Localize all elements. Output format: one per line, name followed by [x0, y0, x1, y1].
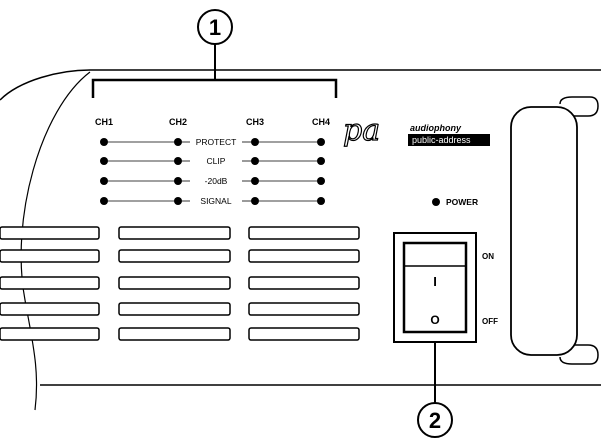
switch-off-symbol: O: [430, 313, 439, 327]
led: [174, 157, 182, 165]
indicator-row: CLIP: [100, 156, 325, 166]
led: [251, 197, 259, 205]
indicator-row: -20dB: [100, 176, 325, 186]
vent-slot: [118, 249, 231, 263]
indicator-row: PROTECT: [100, 137, 325, 147]
led: [174, 177, 182, 185]
channel-label-1: CH1: [95, 117, 113, 127]
rack-handle: [510, 96, 599, 365]
led: [100, 197, 108, 205]
power-led: [432, 198, 440, 206]
vent-slot: [248, 276, 360, 290]
switch-on-symbol: I: [433, 274, 437, 289]
vent-slot: [118, 226, 231, 240]
panel-outline-left: [20, 71, 91, 411]
led: [317, 157, 325, 165]
callout-1-number: 1: [209, 15, 221, 40]
brand-logo: pa audiophony public-address: [342, 112, 490, 149]
power-label: POWER: [446, 197, 478, 207]
switch-off-label: OFF: [482, 317, 498, 326]
brand-tagline: public-address: [412, 135, 471, 145]
led: [251, 177, 259, 185]
vent-slot: [0, 327, 100, 341]
led: [174, 197, 182, 205]
indicator-label: SIGNAL: [200, 196, 231, 206]
vent-slot: [248, 249, 360, 263]
vent-slot: [118, 302, 231, 316]
vent-slot: [248, 327, 360, 341]
indicator-label: CLIP: [207, 156, 226, 166]
led: [100, 138, 108, 146]
led: [251, 157, 259, 165]
handle-grip: [510, 106, 578, 356]
indicator-label: PROTECT: [196, 137, 237, 147]
vent-slot: [0, 302, 100, 316]
indicator-label: -20dB: [205, 176, 228, 186]
brand-logo-mark: pa: [343, 113, 380, 148]
led: [100, 157, 108, 165]
channel-label-4: CH4: [312, 117, 330, 127]
led: [317, 177, 325, 185]
led: [317, 138, 325, 146]
brand-tagline-box: [408, 134, 490, 146]
vent-slot: [118, 276, 231, 290]
vent-slot: [248, 226, 360, 240]
switch-rocker[interactable]: [402, 241, 468, 334]
led: [100, 177, 108, 185]
power-switch[interactable]: I O: [393, 232, 477, 343]
switch-on-label: ON: [482, 252, 494, 261]
vent-slot: [0, 276, 100, 290]
vent-slot: [0, 249, 100, 263]
callout-1-bracket: [91, 78, 338, 98]
panel-outline: [0, 69, 601, 101]
vent-slot: [118, 327, 231, 341]
callout-2-number: 2: [429, 408, 441, 433]
brand-name: audiophony: [410, 123, 462, 133]
channel-label-2: CH2: [169, 117, 187, 127]
indicator-row: SIGNAL: [100, 196, 325, 206]
callout-2-circle: [417, 402, 453, 438]
led: [251, 138, 259, 146]
led: [317, 197, 325, 205]
led: [174, 138, 182, 146]
channel-label-3: CH3: [246, 117, 264, 127]
vent-slot: [0, 226, 100, 240]
vent-slot: [248, 302, 360, 316]
